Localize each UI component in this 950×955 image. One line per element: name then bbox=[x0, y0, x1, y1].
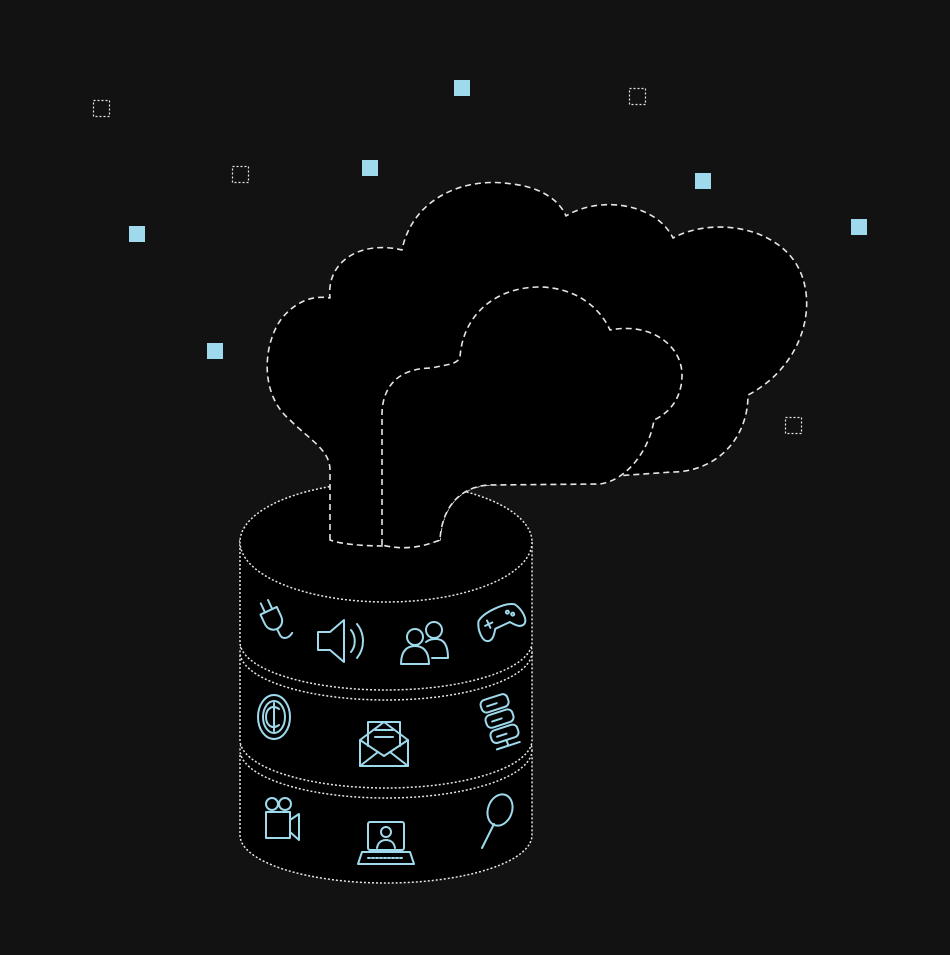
laptop-user-icon bbox=[357, 821, 415, 865]
gamepad-icon bbox=[477, 603, 527, 643]
speaker-icon bbox=[317, 619, 364, 663]
accent-square bbox=[851, 219, 867, 235]
floating-squares bbox=[92, 80, 867, 435]
accent-square bbox=[695, 173, 711, 189]
outline-square bbox=[231, 165, 250, 184]
outline-square bbox=[628, 87, 647, 106]
server-icon bbox=[479, 693, 521, 751]
accent-square bbox=[129, 226, 145, 242]
front-cloud bbox=[381, 286, 683, 549]
accent-square bbox=[207, 343, 223, 359]
plug-icon bbox=[259, 598, 294, 639]
outline-square bbox=[784, 416, 803, 435]
mail-icon bbox=[359, 721, 409, 767]
outline-square bbox=[92, 99, 111, 118]
users-icon bbox=[400, 621, 449, 665]
search-icon bbox=[481, 793, 514, 849]
accent-square bbox=[362, 160, 378, 176]
accent-square bbox=[454, 80, 470, 96]
coin-icon bbox=[257, 694, 291, 740]
video-camera-icon bbox=[265, 797, 300, 841]
